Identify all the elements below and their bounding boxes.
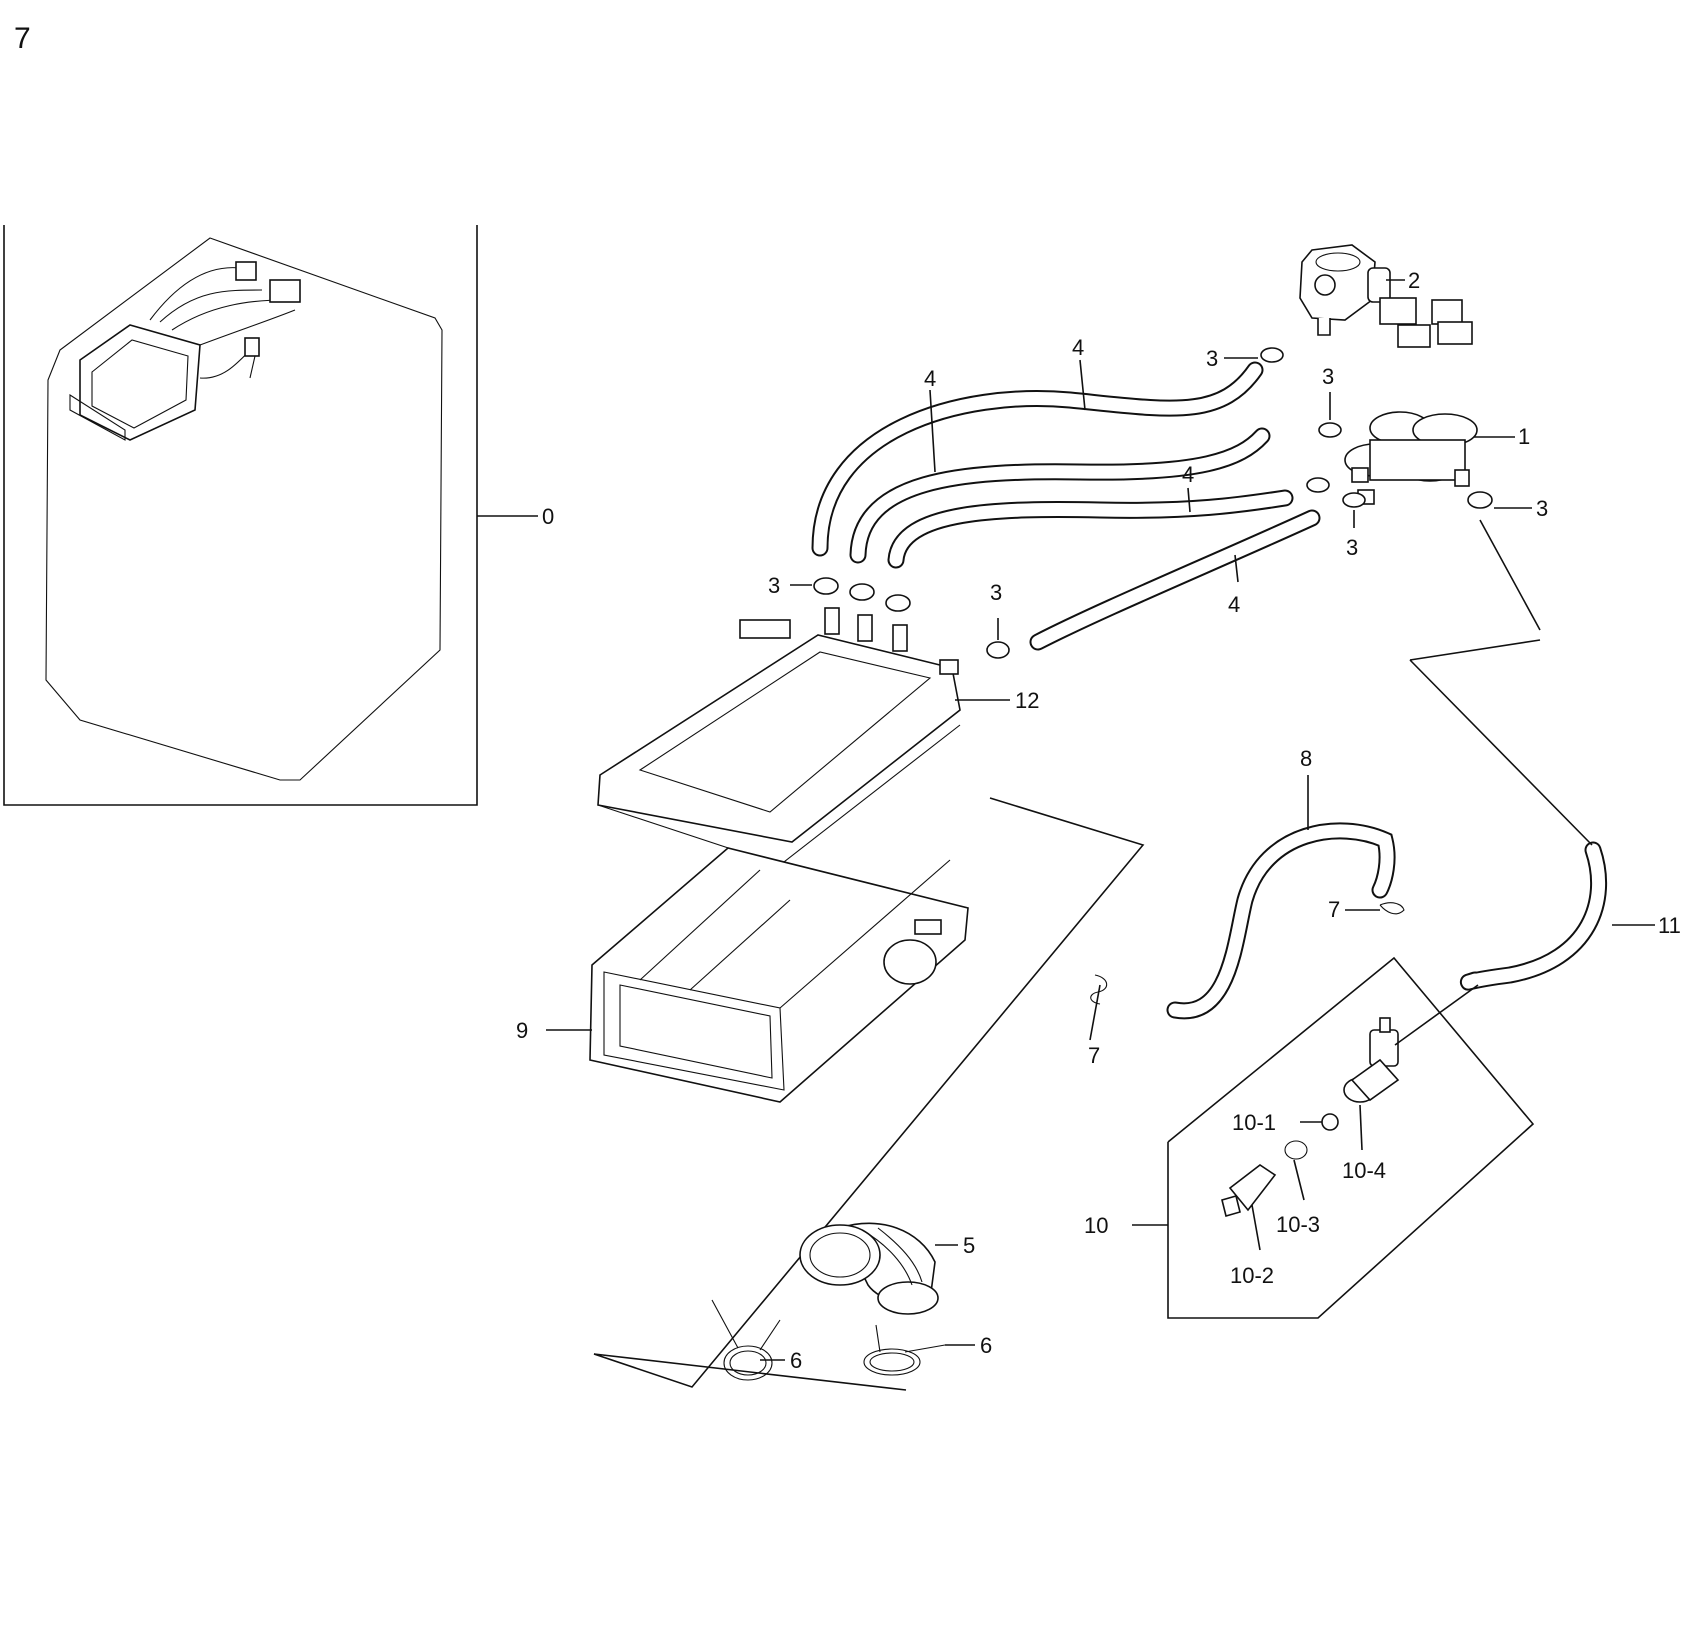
- callout-0: 0: [542, 504, 554, 529]
- callout-3: 3: [990, 580, 1002, 605]
- part-10-2: [1228, 1164, 1277, 1212]
- callout-6: 6: [980, 1333, 992, 1358]
- callout-5: 5: [963, 1233, 975, 1258]
- callout-7: 7: [1088, 1043, 1100, 1068]
- drain-hose-11: [1460, 841, 1608, 991]
- leader-lines: [546, 279, 1655, 1361]
- bellows-hose-5: [799, 1222, 939, 1315]
- callout-3: 3: [1322, 364, 1334, 389]
- connector-assembly-10: [1221, 1017, 1400, 1217]
- water-valve-2: [1299, 244, 1391, 336]
- callout-9: 9: [516, 1018, 528, 1043]
- overview-dispenser-assembly: [69, 261, 301, 441]
- callout-3: 3: [1206, 346, 1218, 371]
- hose-8: [1166, 822, 1396, 1020]
- part-10-3: [1284, 1140, 1308, 1160]
- dispenser-top-cover-12: [597, 607, 961, 866]
- callout-11: 11: [1658, 913, 1681, 938]
- callout-4: 4: [1182, 462, 1194, 487]
- callout-3: 3: [1346, 535, 1358, 560]
- hose-clamps-3: [813, 347, 1493, 659]
- callout-4: 4: [924, 366, 936, 391]
- callout-8: 8: [1300, 746, 1312, 771]
- callout-10-1: 10-1: [1232, 1110, 1276, 1135]
- callout-12: 12: [1015, 688, 1039, 713]
- connector-group-outline: [1167, 956, 1535, 1319]
- callout-10-2: 10-2: [1230, 1263, 1274, 1288]
- part-10-1: [1321, 1113, 1339, 1131]
- callout-4: 4: [1228, 592, 1240, 617]
- callout-3: 3: [768, 573, 780, 598]
- overview-inset: [3, 225, 538, 806]
- callout-labels: 0 1 2 3 3 3 3 3 3 4 4 4 4 5 6 6 7 7 8 9 …: [516, 268, 1681, 1373]
- callout-7: 7: [1328, 897, 1340, 922]
- callout-3: 3: [1536, 496, 1548, 521]
- bellows-group-outline: [593, 797, 1145, 1391]
- page-number: 7: [14, 22, 31, 55]
- dispenser-housing-9: [589, 847, 969, 1103]
- callout-10: 10: [1084, 1213, 1108, 1238]
- callout-4: 4: [1072, 335, 1084, 360]
- callout-1: 1: [1518, 424, 1530, 449]
- water-valve-1: [1344, 297, 1478, 505]
- hoses-4: [811, 361, 1321, 651]
- spring-clamps-6: [711, 1299, 946, 1381]
- callout-2: 2: [1408, 268, 1420, 293]
- callout-10-4: 10-4: [1342, 1158, 1386, 1183]
- callout-6: 6: [790, 1348, 802, 1373]
- callout-10-3: 10-3: [1276, 1212, 1320, 1237]
